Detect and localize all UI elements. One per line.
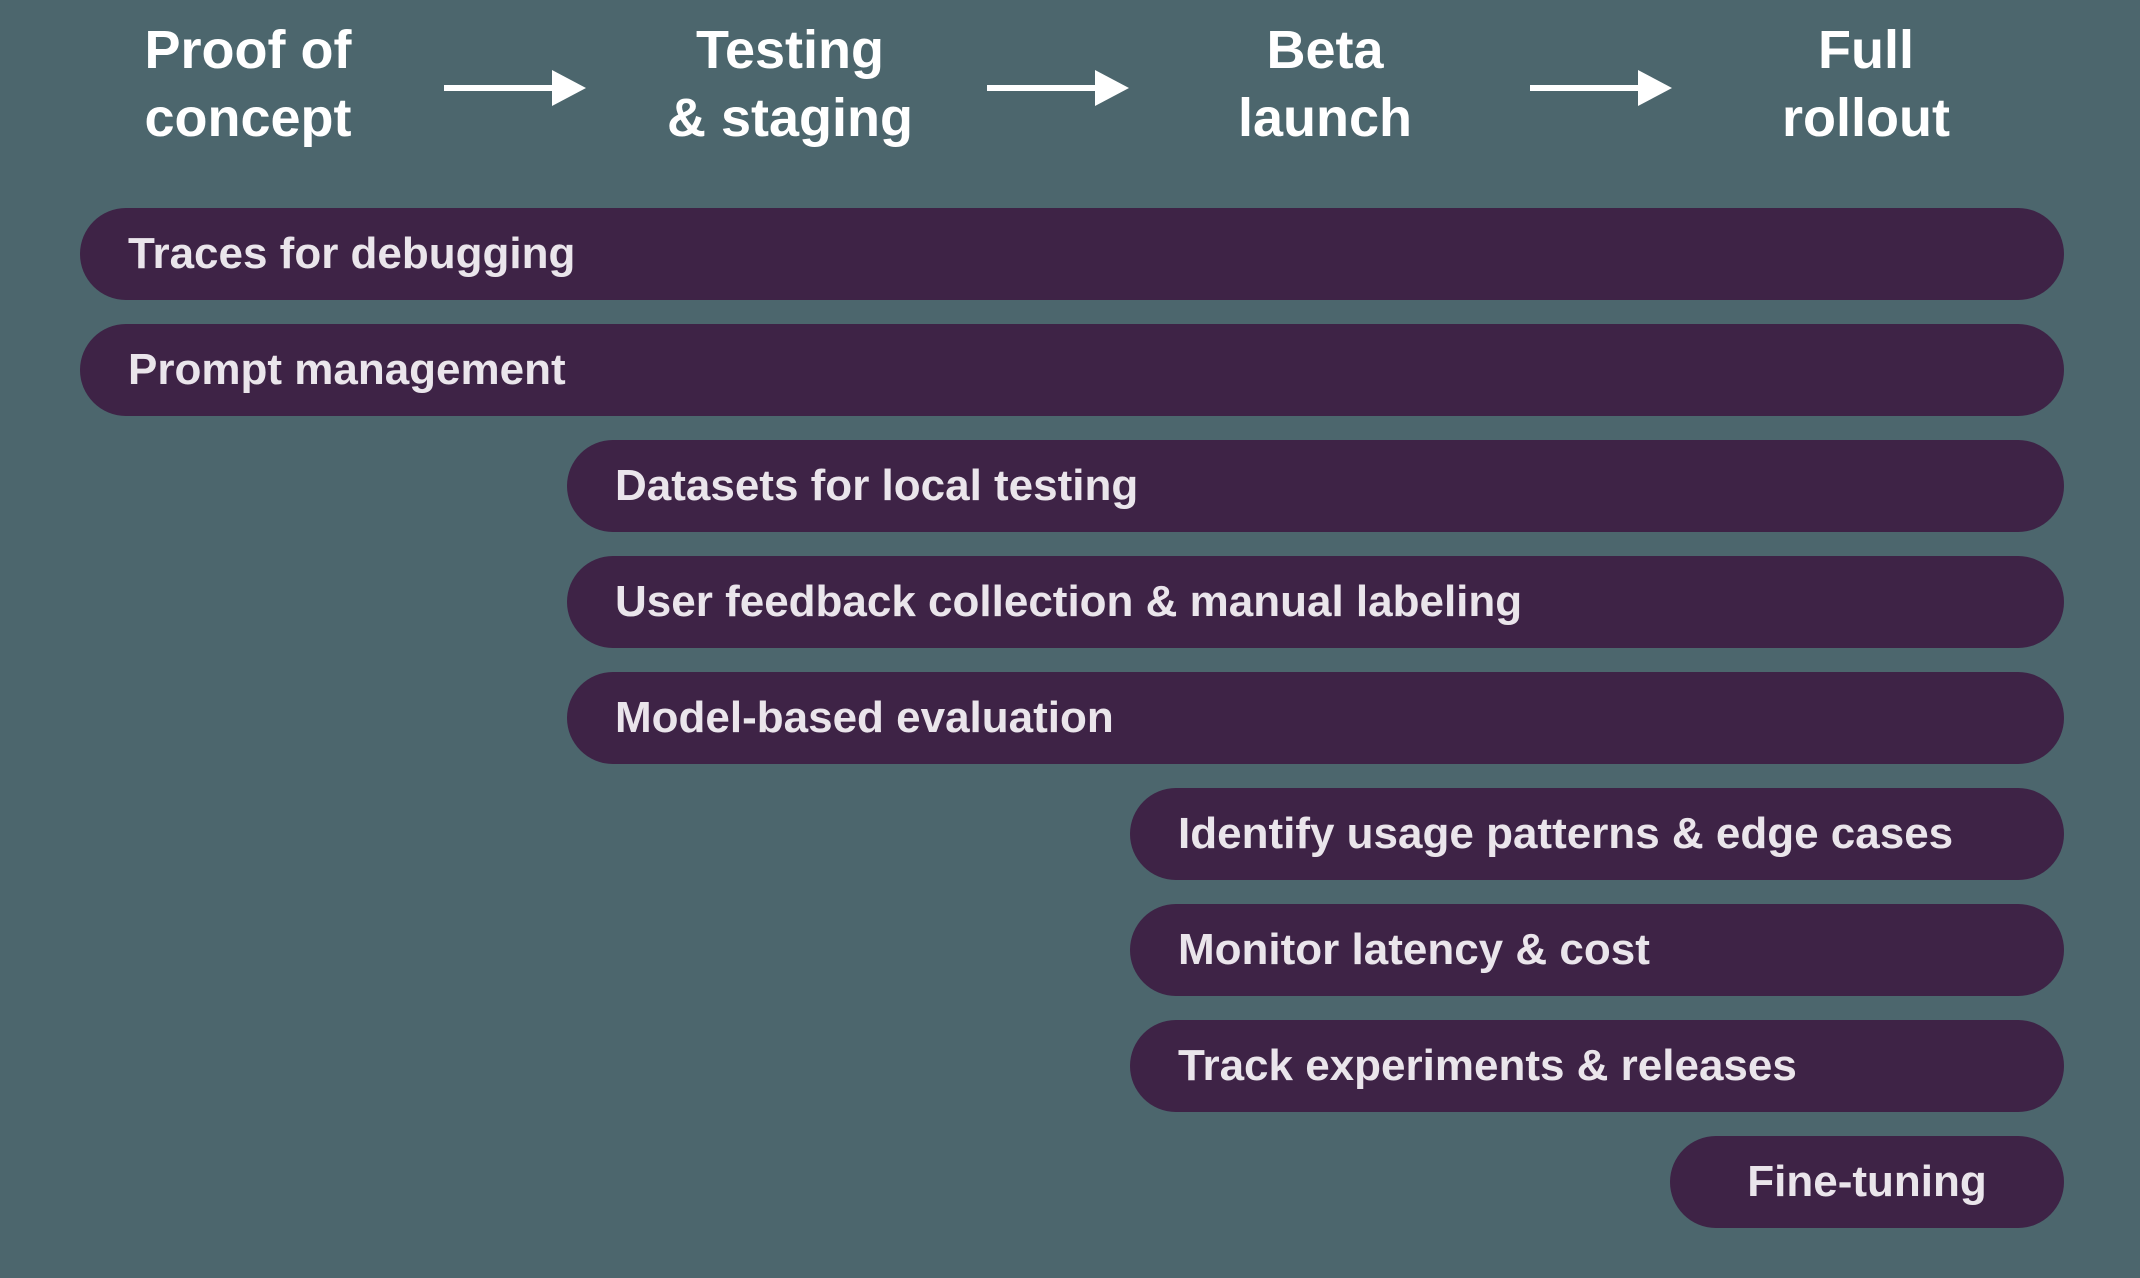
arrow-right-icon <box>444 70 586 106</box>
bar-label: Traces for debugging <box>128 229 576 278</box>
stage-label-line2: concept <box>144 88 352 148</box>
stage-label-full-rollout: Full rollout <box>1656 16 2076 152</box>
bar-label: Model-based evaluation <box>615 693 1114 742</box>
stage-label-line1: Testing <box>696 20 884 80</box>
timeline-bar-datasets-for-local-testing: Datasets for local testing <box>567 440 2064 532</box>
stage-label-line2: rollout <box>1782 88 1950 148</box>
stage-label-proof-of-concept: Proof of concept <box>38 16 458 152</box>
stage-label-line2: launch <box>1237 88 1413 148</box>
stage-label-line1: Beta <box>1266 20 1384 80</box>
bar-label: Fine-tuning <box>1747 1157 1987 1206</box>
bar-label: Identify usage patterns & edge cases <box>1178 809 1954 858</box>
stage-label-line1: Proof of <box>144 20 352 80</box>
timeline-bar-identify-usage-patterns-edge-cases: Identify usage patterns & edge cases <box>1130 788 2064 880</box>
stage-label-testing-staging: Testing & staging <box>580 16 1000 152</box>
timeline-bar-traces-for-debugging: Traces for debugging <box>80 208 2064 300</box>
timeline-bar-model-based-evaluation: Model-based evaluation <box>567 672 2064 764</box>
bar-label: Datasets for local testing <box>615 461 1139 510</box>
timeline-bar-prompt-management: Prompt management <box>80 324 2064 416</box>
stage-label-line1: Full <box>1818 20 1914 80</box>
arrow-right-icon <box>987 70 1129 106</box>
timeline-bar-user-feedback-collection-manual-labeling: User feedback collection & manual labeli… <box>567 556 2064 648</box>
timeline-bar-fine-tuning: Fine-tuning <box>1670 1136 2064 1228</box>
bar-label: Monitor latency & cost <box>1178 925 1650 974</box>
timeline-bar-monitor-latency-cost: Monitor latency & cost <box>1130 904 2064 996</box>
bar-label: Prompt management <box>128 345 566 394</box>
bar-label: Track experiments & releases <box>1178 1041 1797 1090</box>
arrow-right-icon <box>1530 70 1672 106</box>
bar-label: User feedback collection & manual labeli… <box>615 577 1523 626</box>
stage-label-beta-launch: Beta launch <box>1115 16 1535 152</box>
stage-label-line2: & staging <box>666 88 913 148</box>
timeline-bar-track-experiments-releases: Track experiments & releases <box>1130 1020 2064 1112</box>
